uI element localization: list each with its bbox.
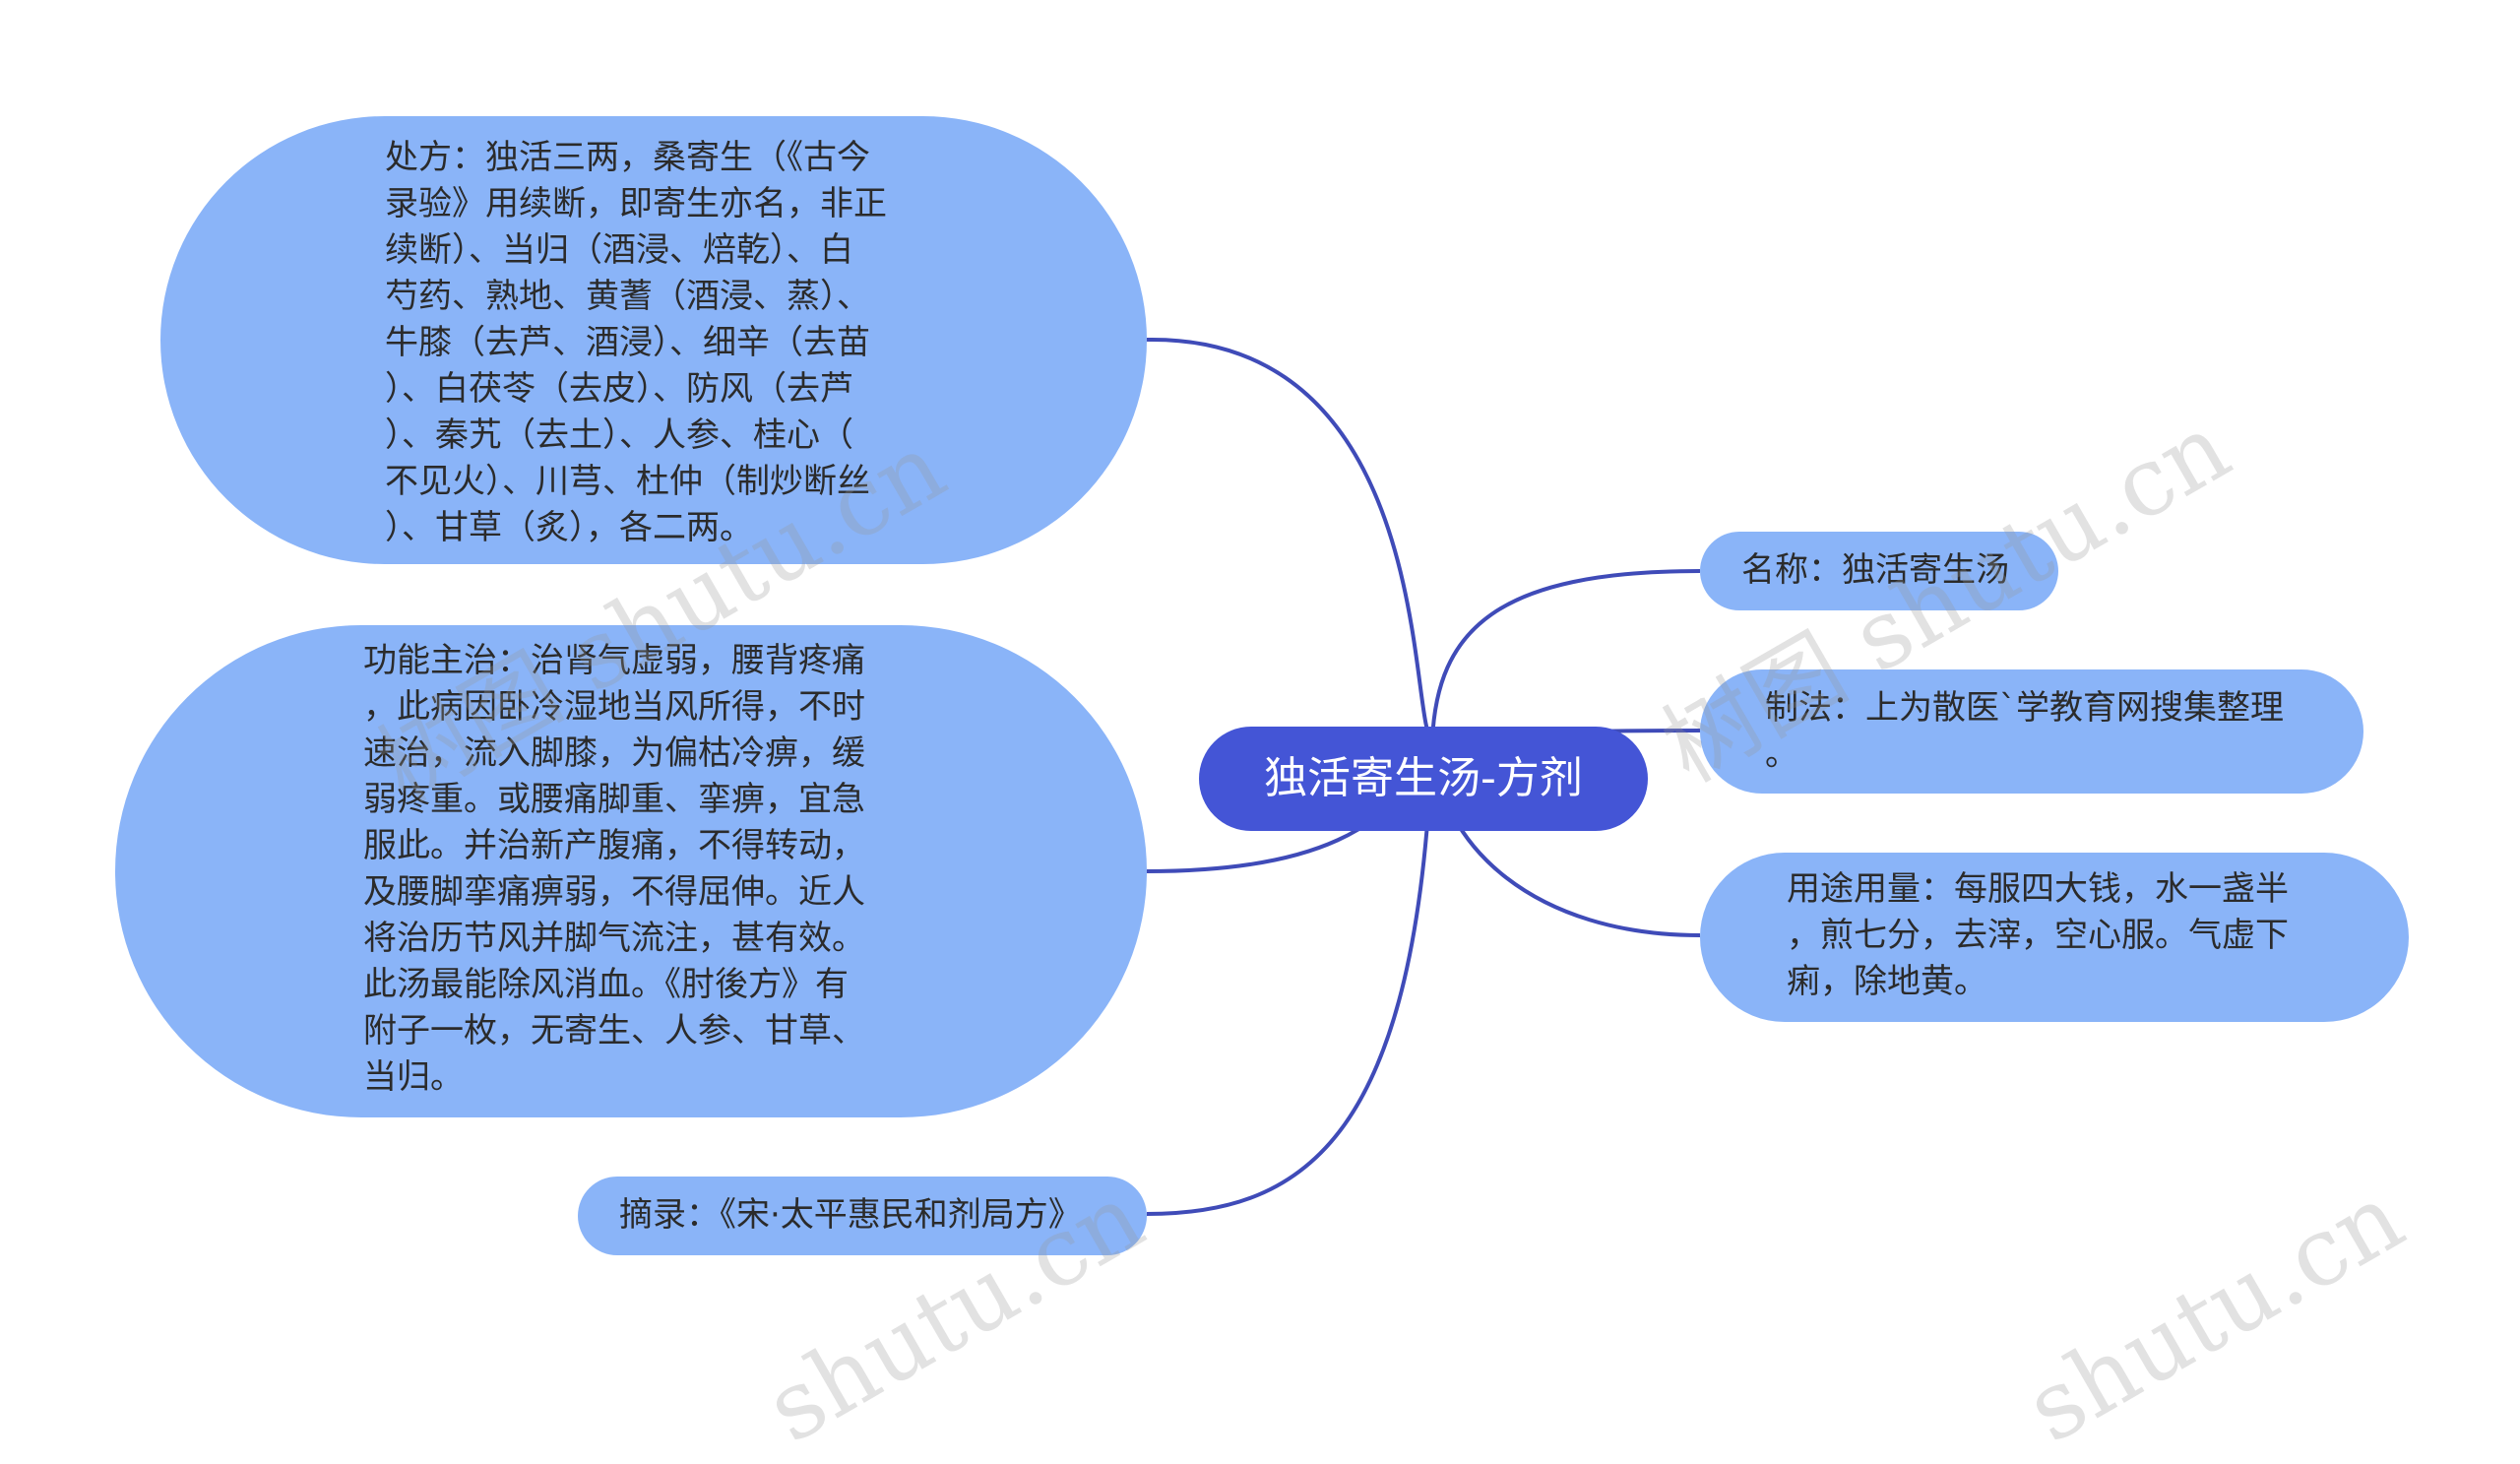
connector-excerpt: [1146, 739, 1434, 1216]
prescription-node[interactable]: 处方：独活三两，桑寄生（《古今 录验》用续断，即寄生亦名，非正 续断）、当归（酒…: [160, 116, 1147, 564]
connector-prescription: [1146, 337, 1434, 742]
preparation-node[interactable]: 制法：上为散医`学教育网搜集整理 。: [1700, 669, 2363, 794]
excerpt-text: 摘录：《宋·太平惠民和剂局方》: [619, 1195, 1082, 1235]
excerpt-node[interactable]: 摘录：《宋·太平惠民和剂局方》: [578, 1177, 1147, 1255]
indications-text: 功能主治：治肾气虚弱，腰背疼痛 ，此病因卧冷湿地当风所得，不时 速治，流入脚膝，…: [363, 641, 865, 1097]
preparation-text: 制法：上为散医`学教育网搜集整理 。: [1765, 688, 2284, 774]
prescription-text: 处方：独活三两，桑寄生（《古今 录验》用续断，即寄生亦名，非正 续断）、当归（酒…: [385, 138, 887, 547]
center-node[interactable]: 独活寄生汤-方剂: [1199, 727, 1648, 831]
center-label: 独活寄生汤-方剂: [1264, 753, 1583, 803]
connector-name: [1430, 569, 1701, 741]
name-node[interactable]: 名称：独活寄生汤: [1700, 532, 2058, 610]
indications-node[interactable]: 功能主治：治肾气虚弱，腰背疼痛 ，此病因卧冷湿地当风所得，不时 速治，流入脚膝，…: [115, 625, 1147, 1117]
usage-node[interactable]: 用途用量：每服四大钱，水一盏半 ，煎七分，去滓，空心服。气虚下 痢，除地黄。: [1700, 853, 2409, 1022]
usage-text: 用途用量：每服四大钱，水一盏半 ，煎七分，去滓，空心服。气虚下 痢，除地黄。: [1787, 869, 2289, 1001]
name-text: 名称：独活寄生汤: [1741, 550, 2009, 590]
